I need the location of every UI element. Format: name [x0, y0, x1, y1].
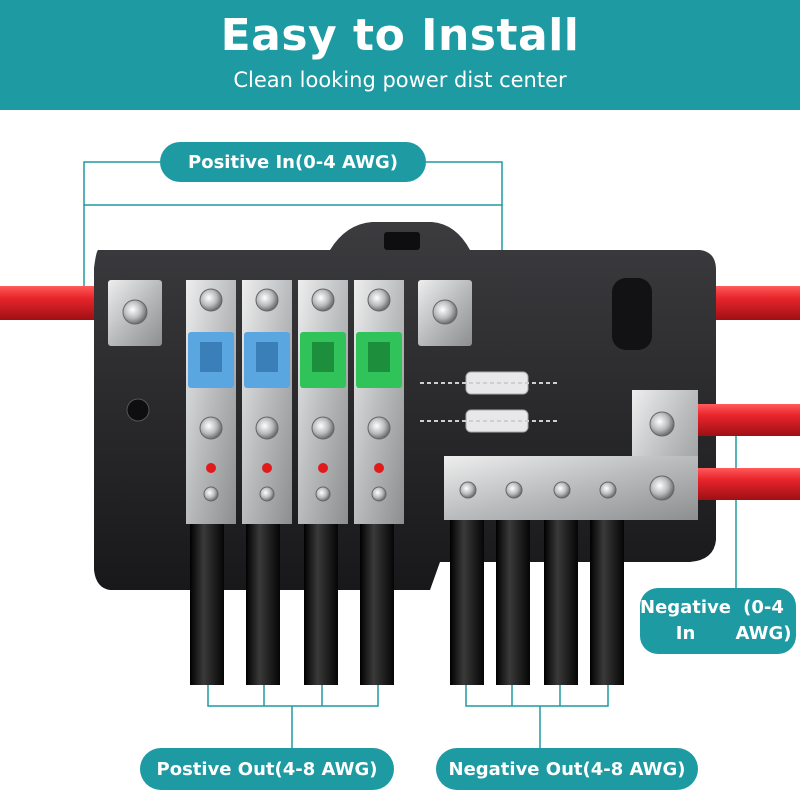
page-title: Easy to Install — [220, 10, 580, 61]
negative-in-wire-bottom — [680, 468, 800, 500]
spare-fuses — [420, 371, 560, 433]
page-subtitle: Clean looking power dist center — [233, 68, 567, 92]
positive-in-label: Positive In(0-4 AWG) — [160, 142, 426, 182]
negative-bus-bar — [444, 390, 698, 520]
negative-out-label: Negative Out(4-8 AWG) — [436, 748, 698, 790]
positive-out-label: Postive Out(4-8 AWG) — [140, 748, 394, 790]
negative-in-wire-top — [680, 404, 800, 436]
output-wires — [190, 500, 624, 685]
negative-in-label: Negative In (0-4 AWG) — [640, 588, 796, 654]
fuse-channels — [186, 280, 404, 524]
header-banner: Easy to Install Clean looking power dist… — [0, 0, 800, 110]
negative-in-label-line2: (0-4 AWG) — [735, 597, 792, 644]
negative-in-label-line1: Negative In — [640, 597, 732, 644]
